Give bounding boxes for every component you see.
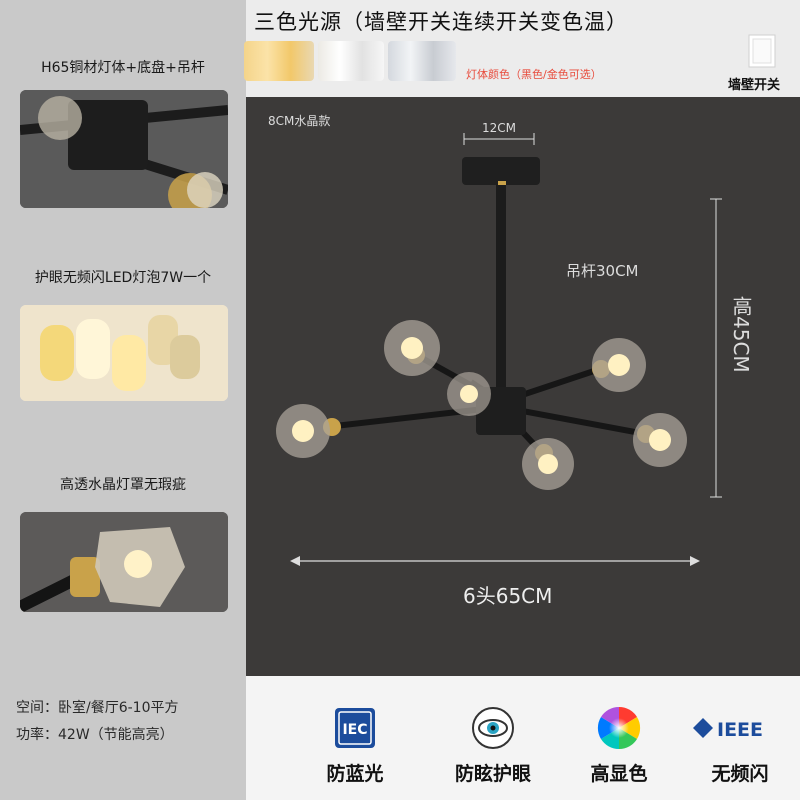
color-wheel-icon xyxy=(597,706,641,750)
svg-text:IEC: IEC xyxy=(342,722,367,738)
feature-anti-blue-light: IEC 防蓝光 xyxy=(286,676,424,800)
page-title: 三色光源（墙壁开关连续开关变色温） xyxy=(254,10,628,34)
rod-length-label: 吊杆30CM xyxy=(566,262,639,280)
crystal-shade-icon xyxy=(20,512,228,612)
feature-label-3: 高显色 xyxy=(590,763,648,785)
width-label: 6头65CM xyxy=(463,584,553,608)
swatch-warm-light xyxy=(244,41,314,81)
height-label: 高45CM xyxy=(729,296,753,373)
feature-label-4: 无频闪 xyxy=(711,763,769,785)
led-bulb-icon xyxy=(20,305,228,401)
feature-label-2: 防眩护眼 xyxy=(454,763,531,785)
wall-switch-label: 墙壁开关 xyxy=(728,78,781,93)
color-options-note: 灯体颜色（黑色/金色可选） xyxy=(466,68,602,81)
crystal-shade-4 xyxy=(592,338,646,392)
thumb-crystal-shade xyxy=(20,512,228,612)
swatch-cool-light xyxy=(388,41,456,81)
iec-icon: IEC xyxy=(335,708,375,748)
crystal-size-label: 8CM水晶款 xyxy=(268,114,331,128)
spec-power: 功率：42W（节能高亮） xyxy=(16,727,174,743)
canopy-width-label: 12CM xyxy=(482,121,517,135)
main-stage xyxy=(246,0,800,676)
feature-anti-glare: 防眩护眼 xyxy=(424,676,562,800)
chandelier-diagram xyxy=(276,133,722,566)
crystal-shade-3 xyxy=(384,320,440,376)
lamp-body-closeup-icon xyxy=(20,90,228,208)
svg-text:IEEE: IEEE xyxy=(717,719,763,741)
caption-materials: H65铜材灯体+底盘+吊杆 xyxy=(41,60,205,76)
thumb-lamp-body xyxy=(20,90,228,208)
hanging-rod xyxy=(496,185,506,387)
swatch-neutral-light xyxy=(318,41,384,81)
feature-high-cri: 高显色 xyxy=(550,676,688,800)
feature-flicker-free: IEEE 无频闪 xyxy=(671,676,800,800)
feature-label-1: 防蓝光 xyxy=(326,763,384,785)
spec-space: 空间：卧室/餐厅6-10平方 xyxy=(16,700,179,716)
thumb-led-bulbs xyxy=(20,305,228,401)
crystal-shade-6 xyxy=(447,372,491,416)
canopy-plate xyxy=(462,157,540,185)
crystal-shade-1 xyxy=(276,404,330,458)
caption-bulb: 护眼无频闪LED灯泡7W一个 xyxy=(34,270,212,286)
crystal-shade-5 xyxy=(522,438,574,490)
caption-crystal: 高透水晶灯罩无瑕疵 xyxy=(60,477,186,493)
eye-icon xyxy=(472,707,514,749)
feature-bar: IEC 防蓝光 防眩护眼 高显色 xyxy=(246,676,800,800)
wall-switch-icon xyxy=(748,34,776,68)
crystal-shade-2 xyxy=(633,413,687,467)
ieee-icon: IEEE xyxy=(693,718,763,741)
left-info-panel: H65铜材灯体+底盘+吊杆 护眼无频闪LED灯泡7W一个 高透水晶灯罩无瑕疵 xyxy=(0,0,246,800)
